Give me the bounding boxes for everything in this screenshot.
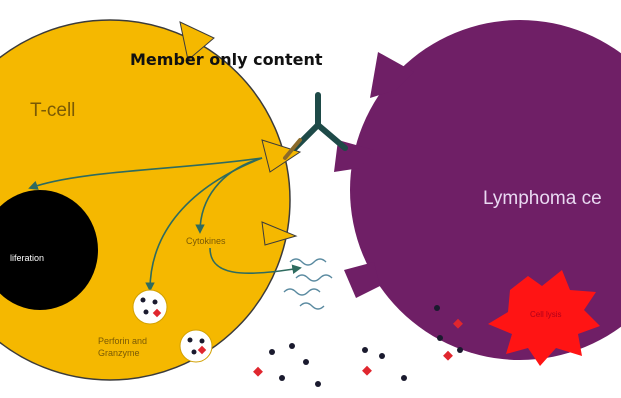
lymphoma-receptor-low xyxy=(344,262,380,298)
t-cell-receptor-mid xyxy=(261,139,302,173)
cell-lysis-burst xyxy=(488,270,600,366)
cell-lysis-label: Cell lysis xyxy=(530,310,562,319)
lymphoma-cell-body xyxy=(350,20,621,360)
lymphoma-receptor-top xyxy=(370,52,414,98)
perforin-granzyme-label: Perforin and Granzyme xyxy=(98,336,148,358)
t-cell-receptor-low xyxy=(261,221,298,246)
antibody xyxy=(283,92,348,160)
cytokines-label: Cytokines xyxy=(186,236,226,246)
lymphoma-cell-label: Lymphoma ce xyxy=(483,188,602,209)
t-cell-receptor-top xyxy=(179,21,215,61)
granule-vesicle-2 xyxy=(179,329,213,363)
cytokine-molecules xyxy=(283,258,333,310)
arrow-to-granules xyxy=(145,157,263,292)
member-only-banner: Member only content xyxy=(130,50,323,69)
released-granules xyxy=(253,305,463,387)
arrow-to-nucleus xyxy=(28,157,263,190)
granule-vesicle-1 xyxy=(132,289,168,325)
proliferation-label: liferation xyxy=(10,253,45,263)
arrow-cytokine-release xyxy=(209,247,302,275)
nucleus xyxy=(0,190,98,310)
t-cell-label: T-cell xyxy=(30,100,76,121)
signal-arrows xyxy=(28,157,302,292)
